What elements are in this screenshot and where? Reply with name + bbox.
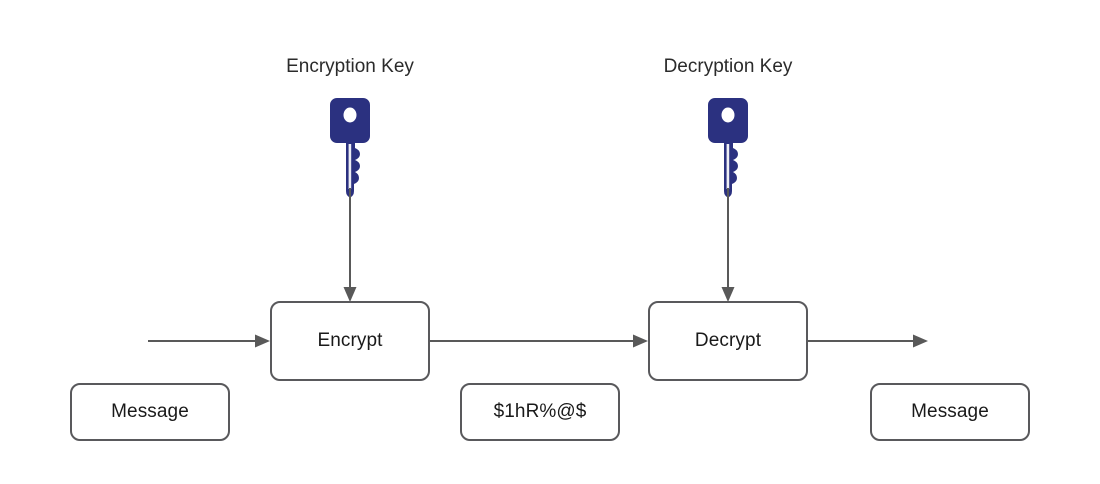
connector-input-to-encrypt: [148, 334, 270, 348]
encrypt-node[interactable]: Encrypt: [270, 301, 430, 381]
connector-dec-key-to-decrypt: [721, 188, 735, 302]
connector-decrypt-to-output: [806, 334, 928, 348]
key-icon: [330, 98, 370, 198]
key-icon: [708, 98, 748, 198]
message-output-node[interactable]: Message: [870, 383, 1030, 441]
decryption-key-label: Decryption Key: [663, 56, 793, 77]
connector-enc-key-to-encrypt: [343, 188, 357, 302]
ciphertext-node[interactable]: $1hR%@$: [460, 383, 620, 441]
encryption-key-label: Encryption Key: [286, 56, 414, 77]
decrypt-node[interactable]: Decrypt: [648, 301, 808, 381]
connector-encrypt-to-decrypt: [428, 334, 648, 348]
message-input-node[interactable]: Message: [70, 383, 230, 441]
